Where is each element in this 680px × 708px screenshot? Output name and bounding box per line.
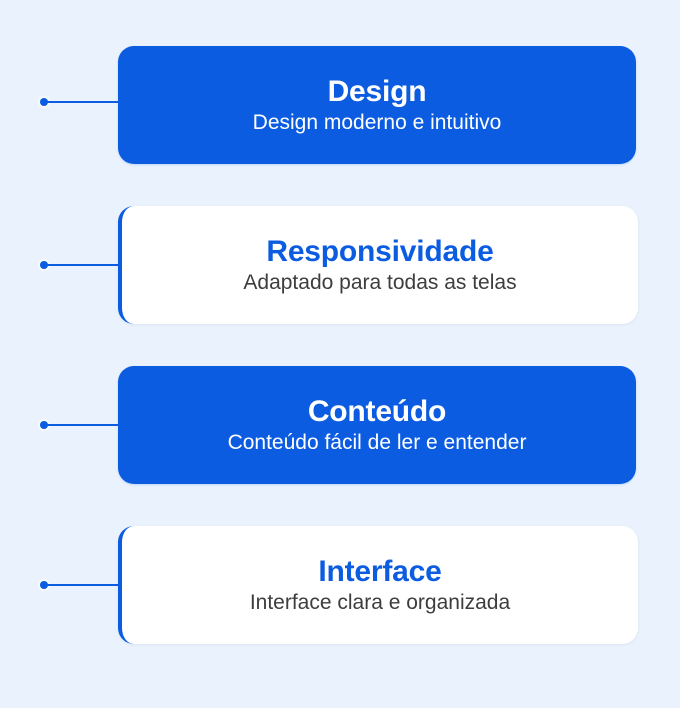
timeline-dot-halo-icon <box>38 259 50 271</box>
feature-card-title: Interface <box>318 554 442 588</box>
feature-card-title: Design <box>327 74 427 108</box>
feature-card-conteudo[interactable]: Conteúdo Conteúdo fácil de ler e entende… <box>118 366 636 484</box>
feature-card-subtitle: Conteúdo fácil de ler e entender <box>227 431 527 455</box>
timeline-dot-halo-icon <box>38 419 50 431</box>
timeline-connector-line <box>45 424 128 427</box>
feature-card-design[interactable]: Design Design moderno e intuitivo <box>118 46 636 164</box>
feature-card-responsividade[interactable]: Responsividade Adaptado para todas as te… <box>118 206 638 324</box>
feature-card-subtitle: Design moderno e intuitivo <box>252 111 502 135</box>
timeline-dot-icon <box>40 581 48 589</box>
timeline-dot-halo-icon <box>38 96 50 108</box>
feature-card-title: Conteúdo <box>307 394 447 428</box>
feature-card-subtitle: Interface clara e organizada <box>249 591 511 615</box>
feature-card-interface[interactable]: Interface Interface clara e organizada <box>118 526 638 644</box>
timeline-dot-icon <box>40 421 48 429</box>
timeline-dot-icon <box>40 261 48 269</box>
timeline-connector-3 <box>38 419 128 431</box>
timeline-connector-4 <box>38 579 128 591</box>
timeline-connector-1 <box>38 96 128 108</box>
timeline-connector-line <box>45 584 128 587</box>
timeline-dot-icon <box>40 98 48 106</box>
feature-card-title: Responsividade <box>266 234 494 268</box>
feature-card-subtitle: Adaptado para todas as telas <box>243 271 517 295</box>
timeline-dot-halo-icon <box>38 579 50 591</box>
timeline-connector-line <box>45 101 128 104</box>
timeline-connector-2 <box>38 259 128 271</box>
timeline-connector-line <box>45 264 128 267</box>
